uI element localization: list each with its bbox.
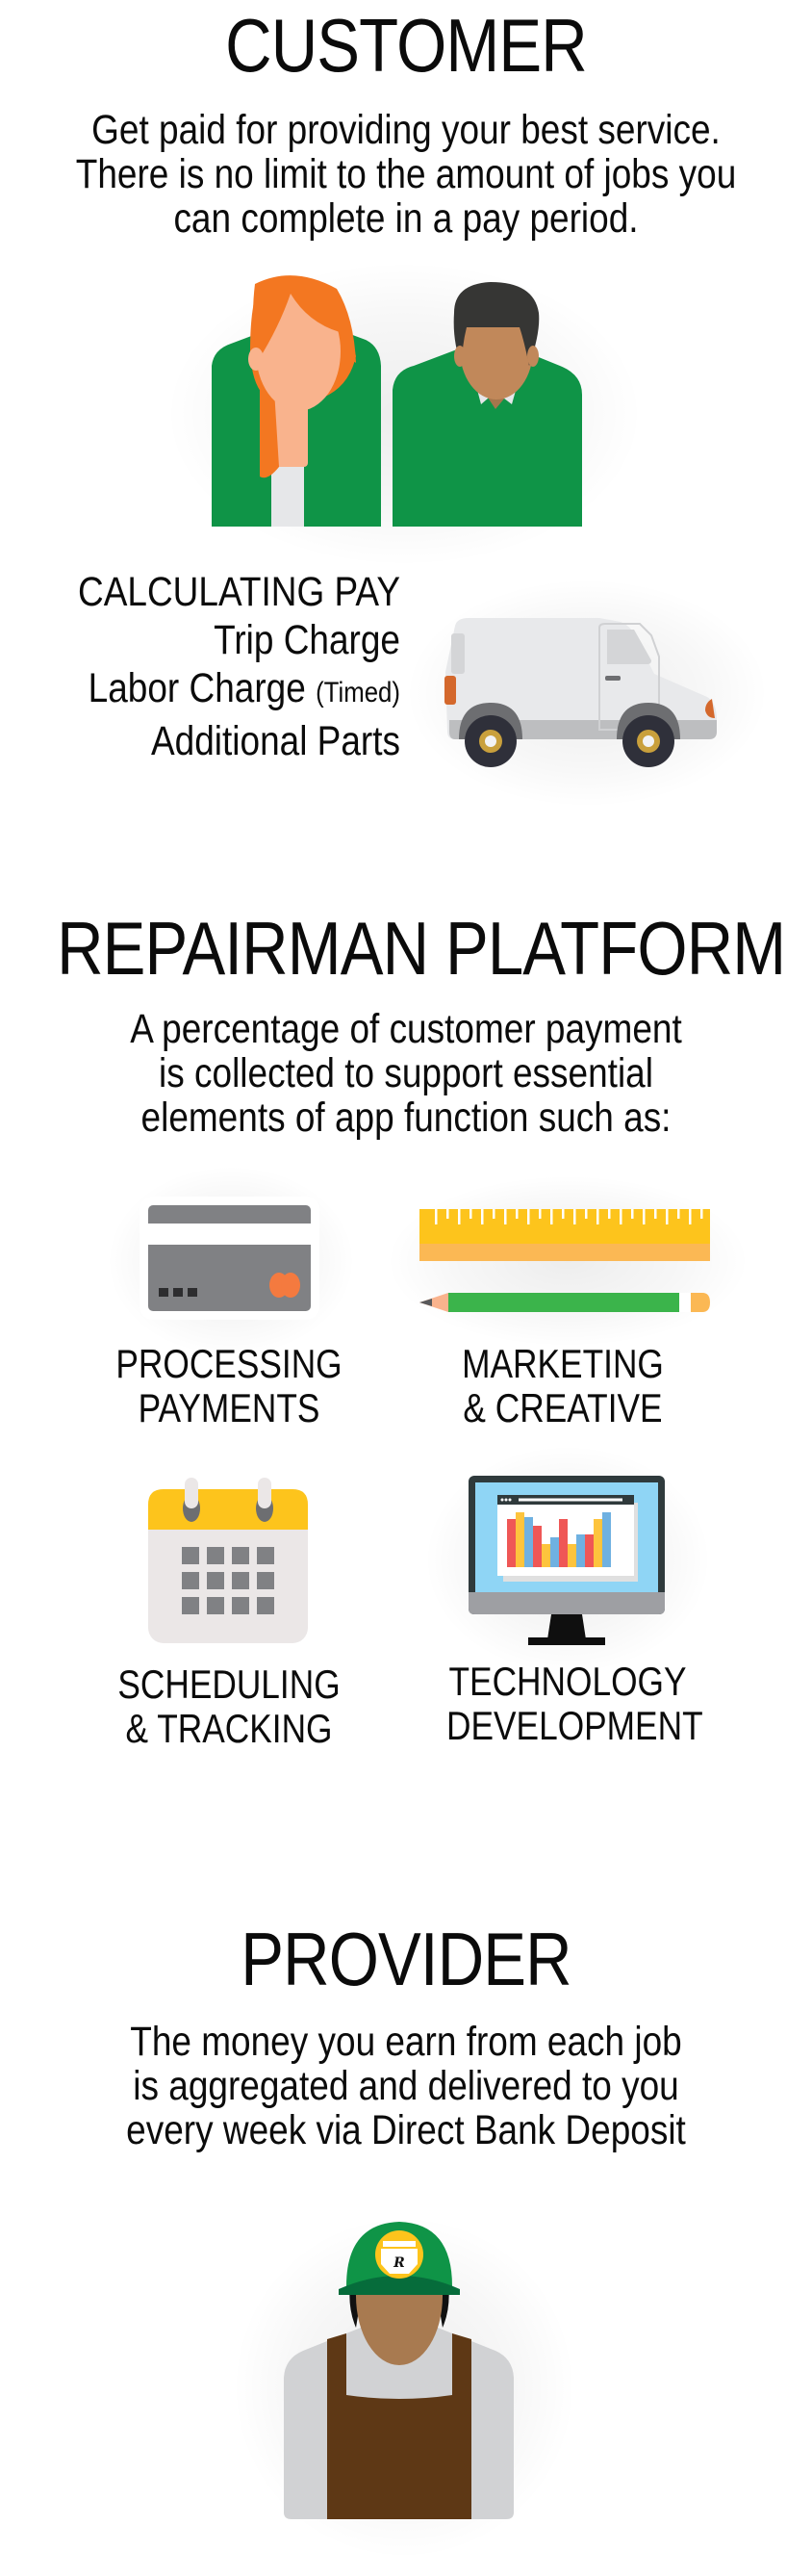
pay-item-additional-parts: Additional Parts (150, 718, 400, 764)
labor-charge-note: (Timed) (316, 677, 400, 708)
calculating-pay-heading: CALCULATING PAY (78, 569, 401, 615)
feature-label-scheduling-tracking: SCHEDULING & TRACKING (117, 1662, 341, 1751)
feature-label-technology-development: TECHNOLOGY DEVELOPMENT (446, 1659, 703, 1748)
credit-card-icon (140, 1197, 319, 1320)
customers-icon (202, 274, 606, 534)
platform-title: REPAIRMAN PLATFORM (57, 906, 786, 991)
feature-label-marketing-creative: MARKETING & CREATIVE (462, 1341, 664, 1430)
ruler-pencil-icon (419, 1209, 714, 1315)
monitor-chart-icon (469, 1476, 665, 1645)
cap-logo-letter: R (393, 2255, 405, 2271)
pay-item-labor-charge: Labor Charge (Timed) (88, 665, 400, 711)
customer-description: Get paid for providing your best service… (75, 107, 737, 242)
feature-label-processing-payments: PROCESSING PAYMENTS (115, 1341, 343, 1430)
platform-description: A percentage of customer payment is coll… (130, 1006, 682, 1141)
calculating-pay-list: CALCULATING PAY Trip Charge Labor Charge… (19, 568, 400, 765)
provider-title: PROVIDER (241, 1917, 571, 2001)
provider-description: The money you earn from each job is aggr… (126, 2019, 686, 2153)
van-icon (438, 614, 726, 768)
repairman-icon: R (279, 2214, 520, 2522)
customer-title: CUSTOMER (225, 3, 588, 88)
pay-item-trip-charge: Trip Charge (214, 617, 400, 663)
calendar-icon (148, 1478, 308, 1643)
